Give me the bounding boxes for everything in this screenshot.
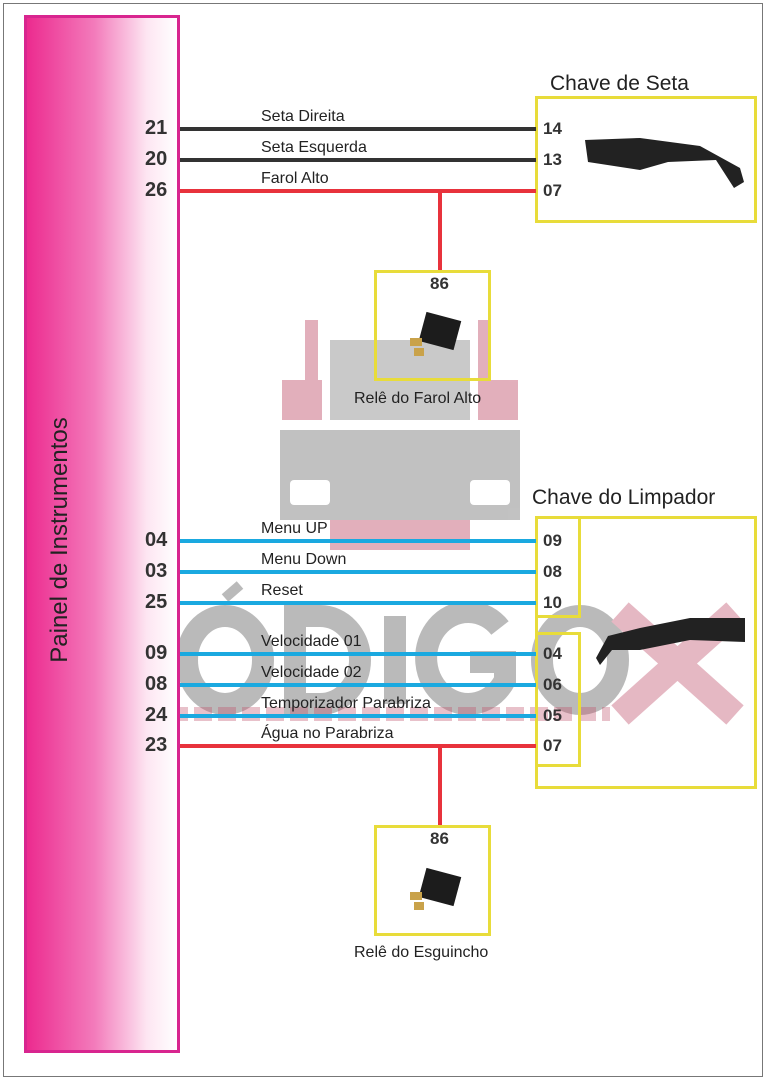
truck-mirror-right — [478, 380, 518, 420]
switch-pin: 14 — [543, 119, 562, 138]
panel-pin: 20 — [145, 148, 168, 170]
relay-farol-icon — [410, 311, 462, 356]
panel-pin: 21 — [145, 117, 168, 139]
truck-front — [280, 430, 520, 520]
relay-esguicho-pin: 86 — [430, 829, 449, 848]
panel-pin: 03 — [145, 560, 168, 582]
wire-label: Menu Down — [261, 551, 347, 568]
wire-label: Seta Esquerda — [261, 139, 367, 156]
page-border — [3, 3, 763, 1077]
wiper-group-2 — [535, 632, 581, 767]
wire-label: Farol Alto — [261, 170, 329, 187]
switch-pin: 08 — [543, 562, 562, 581]
switch-pin: 09 — [543, 531, 562, 550]
switch-pin: 05 — [543, 706, 562, 725]
truck-mirror-left — [282, 380, 322, 420]
wire-label: Velocidade 02 — [261, 664, 362, 681]
truck-exhaust-right — [478, 320, 491, 420]
switch-pin: 07 — [543, 736, 562, 755]
panel-pin: 26 — [145, 179, 168, 201]
wire-label: Água no Parabriza — [261, 725, 394, 742]
seta-switch-stalk-icon — [585, 138, 744, 188]
truck-exhaust-left — [305, 320, 318, 420]
panel-pin: 09 — [145, 642, 168, 664]
relay-esguicho-box — [374, 825, 491, 936]
wiper-group-1 — [535, 516, 581, 618]
panel-pin: 08 — [145, 673, 168, 695]
relay-esguicho-label: Relê do Esguincho — [354, 944, 489, 961]
switch-pin: 07 — [543, 181, 562, 200]
instrument-panel — [24, 15, 180, 1053]
panel-pin: 04 — [145, 529, 168, 551]
wiper-switch-title: Chave do Limpador — [532, 486, 716, 509]
watermark-logo — [67, 581, 744, 725]
wire-label: Seta Direita — [261, 108, 345, 125]
panel-pin: 24 — [145, 704, 168, 726]
relay-farol-pin: 86 — [430, 274, 449, 293]
wiper-switch-stalk-icon — [596, 618, 745, 665]
wire-label: Reset — [261, 582, 303, 599]
relay-farol-label: Relê do Farol Alto — [354, 390, 482, 407]
switch-pin: 10 — [543, 593, 562, 612]
relay-farol-box — [374, 270, 491, 381]
relay-esguicho-icon — [410, 867, 462, 910]
wire-label: Temporizador Parabriza — [261, 695, 431, 712]
seta-switch-title: Chave de Seta — [550, 72, 689, 95]
seta-switch-box — [535, 96, 757, 223]
panel-pin: 23 — [145, 734, 168, 756]
switch-pin: 06 — [543, 675, 562, 694]
switch-pin: 04 — [543, 644, 562, 663]
wire-label: Velocidade 01 — [261, 633, 362, 650]
wire-label: Menu UP — [261, 520, 328, 537]
panel-pin: 25 — [145, 591, 168, 613]
switch-pin: 13 — [543, 150, 562, 169]
